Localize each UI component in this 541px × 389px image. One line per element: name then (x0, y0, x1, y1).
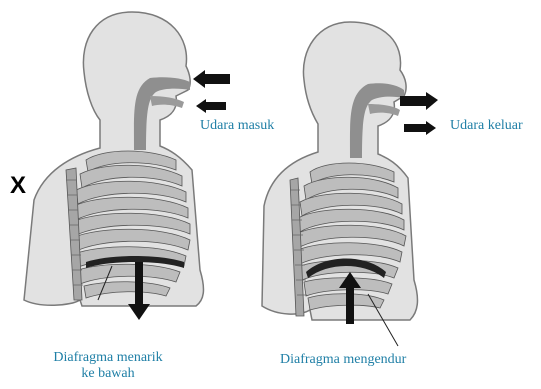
right-diaphragm-label: Diafragma mengendur (280, 352, 406, 368)
right-exhale-arrow-large (400, 92, 438, 110)
inhale-label: Udara masuk (200, 118, 274, 134)
left-inhale-arrow-large (193, 70, 230, 88)
exhale-label: Udara keluar (450, 118, 523, 134)
right-exhale-arrow-small (404, 121, 436, 135)
left-diaphragm-label-line2: ke bawah (38, 366, 178, 382)
left-diaphragm-label-line1: Diafragma menarik (38, 350, 178, 366)
left-torso-figure (24, 12, 230, 320)
figure-marker-x: X (10, 172, 26, 200)
left-diaphragm-label: Diafragma menarik ke bawah (38, 350, 178, 382)
left-inhale-arrow-small (196, 99, 226, 113)
right-torso-figure (262, 22, 438, 346)
